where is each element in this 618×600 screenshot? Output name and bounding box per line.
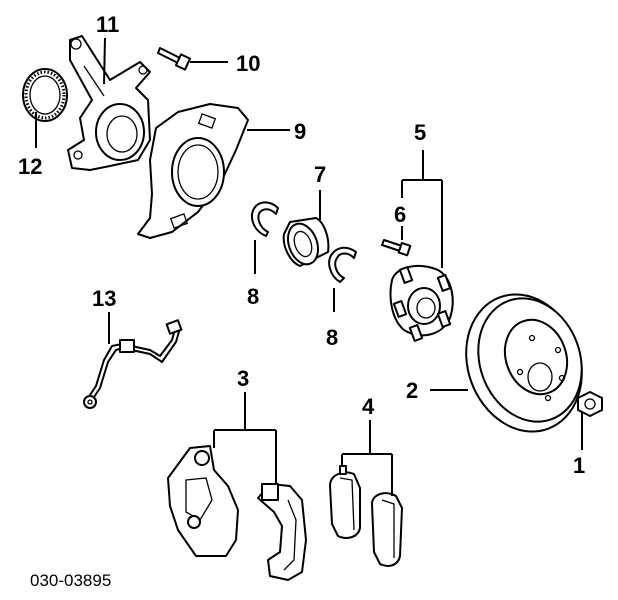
part-7-bearing — [282, 217, 330, 267]
callout-3: 3 — [237, 366, 249, 391]
callout-13: 13 — [92, 286, 116, 311]
callout-2: 2 — [406, 378, 418, 403]
part-4-brake-pads — [329, 465, 403, 567]
callout-1: 1 — [573, 453, 585, 478]
leader-lines — [35, 37, 583, 496]
callout-4: 4 — [362, 394, 375, 419]
callout-8a: 8 — [247, 284, 259, 309]
part-6-wheel-stud — [381, 239, 412, 257]
part-11-knuckle — [67, 35, 151, 171]
callout-12: 12 — [18, 154, 42, 179]
callout-9: 9 — [294, 119, 306, 144]
part-10-bolt — [157, 47, 192, 71]
part-12-tone-ring — [22, 68, 68, 122]
callout-10: 10 — [236, 51, 260, 76]
callout-8b: 8 — [326, 325, 338, 350]
part-9-splash-shield — [137, 103, 249, 239]
part-13-brake-hose — [83, 319, 183, 409]
part-2-brake-disc — [465, 293, 583, 433]
callout-5: 5 — [414, 120, 426, 145]
part-3-caliper — [167, 445, 307, 581]
callout-6: 6 — [394, 202, 406, 227]
callout-11: 11 — [96, 12, 119, 37]
part-5-hub — [389, 264, 454, 342]
callout-7: 7 — [314, 162, 326, 187]
part-8b-snap-ring — [328, 246, 357, 283]
part-8a-snap-ring — [250, 201, 279, 237]
part-1-hub-nut — [577, 391, 603, 417]
diagram-code: 030-03895 — [30, 571, 111, 590]
